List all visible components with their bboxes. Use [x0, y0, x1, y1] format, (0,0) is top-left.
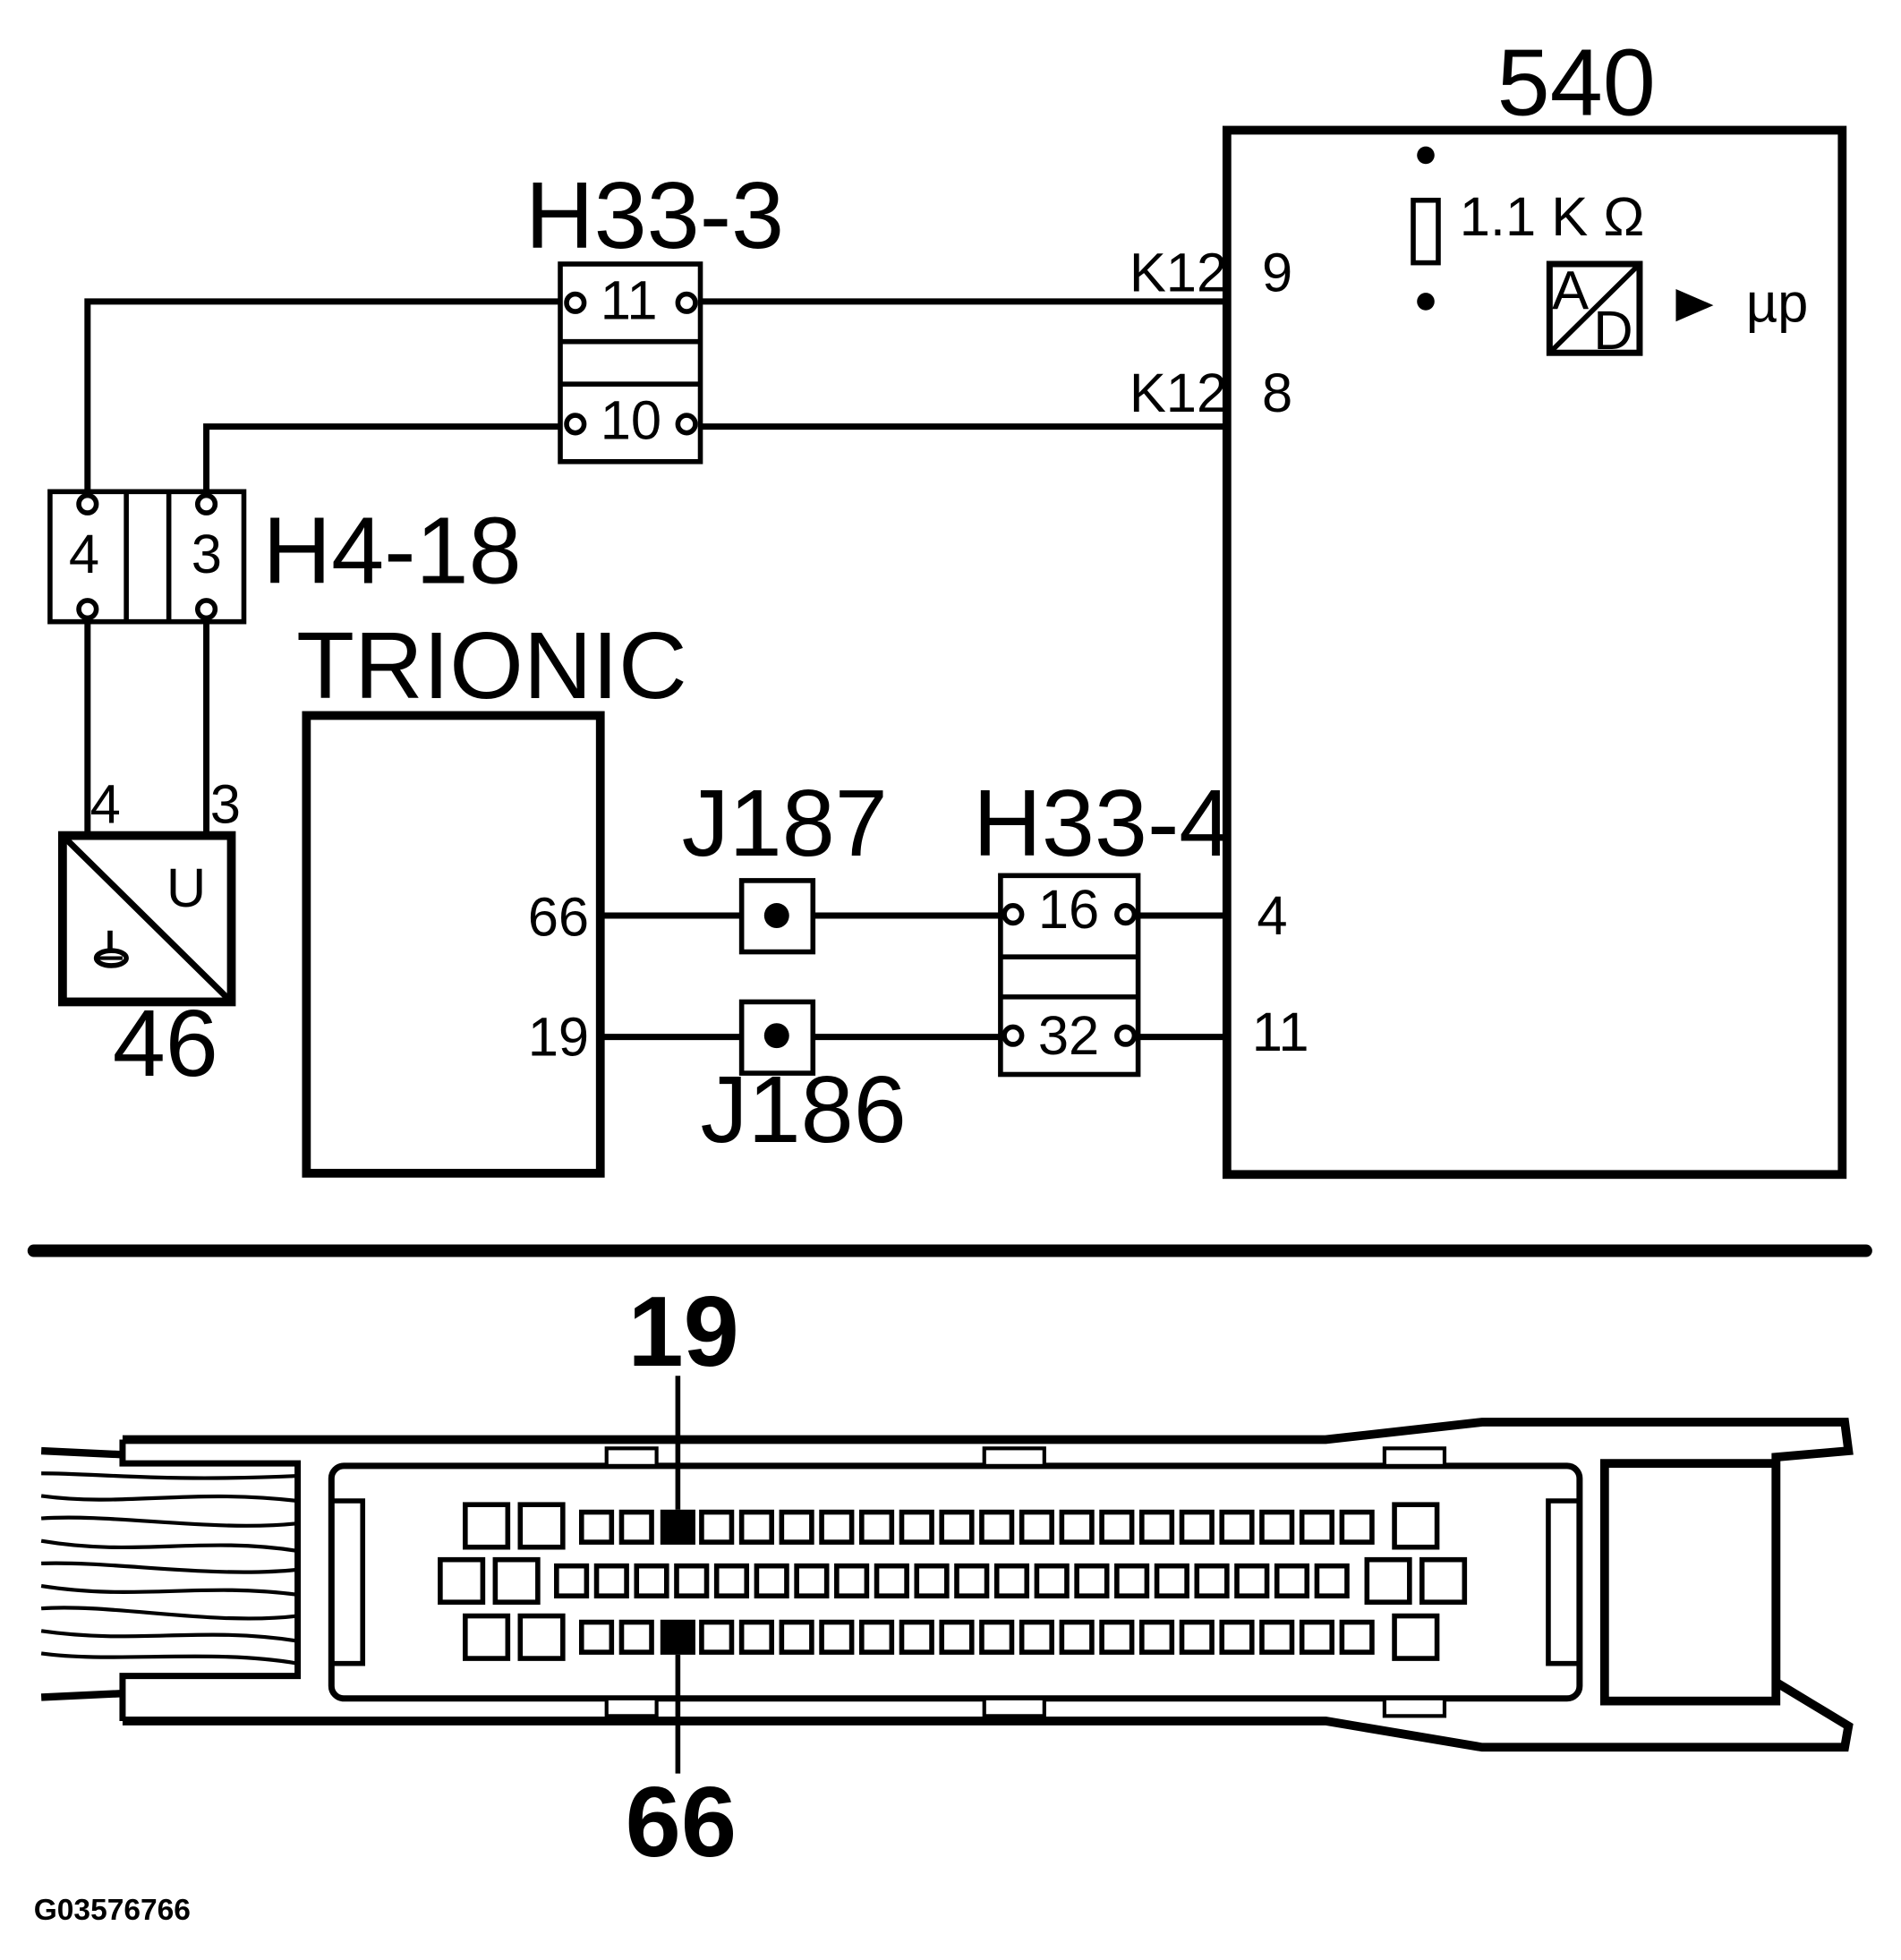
figure-reference: G03576766 — [34, 1894, 191, 1927]
resistor-symbol — [1411, 197, 1441, 266]
sensor-pin-4-label: 4 — [90, 774, 121, 836]
ad-d-label: D — [1593, 300, 1632, 362]
output-label: µp — [1746, 272, 1809, 334]
junction-j187: J187 — [682, 770, 888, 955]
pin-10-label: 10 — [601, 390, 661, 452]
pin-4-label: 4 — [69, 524, 99, 585]
pin-4-label: 4 — [1257, 885, 1287, 947]
junction-j186-label: J186 — [701, 1056, 907, 1163]
connector-h33-4-label: H33-4 — [973, 770, 1232, 876]
junction-dot — [1417, 146, 1435, 165]
connector-k12-b-label: K12 — [1130, 362, 1227, 424]
connector-h33-3: H33-3 11 10 — [525, 162, 784, 464]
ad-a-label: A — [1552, 260, 1589, 321]
ad-converter-icon: A D — [1546, 260, 1643, 362]
trionic-pin-19-label: 19 — [528, 1007, 589, 1069]
pin-19-highlight — [660, 1509, 695, 1545]
pin-rows — [438, 1502, 1468, 1661]
ecu-connector-view: 19 66 — [40, 1275, 1854, 1878]
pin-16-label: 16 — [1038, 879, 1099, 941]
callout-19-label: 19 — [627, 1275, 738, 1387]
junction-j186: J186 — [701, 999, 907, 1163]
trionic-label: TRIONIC — [296, 612, 687, 719]
sensor-pin-3-label: 3 — [210, 774, 241, 836]
module-540: 540 9 8 K12 K12 4 11 1.1 K Ω A D µp — [1130, 30, 1847, 1180]
sensor-46-label: 46 — [113, 990, 218, 1096]
sensor-46: U 4 3 46 — [57, 774, 241, 1096]
module-540-label: 540 — [1497, 30, 1656, 136]
pin-9-label: 9 — [1262, 243, 1292, 304]
connector-h33-4: H33-4 16 32 — [973, 770, 1232, 1078]
pin-3-label: 3 — [192, 524, 222, 585]
pin-11-label: 11 — [601, 269, 658, 331]
pin-11-label: 11 — [1252, 1001, 1309, 1063]
connector-h4-18: H4-18 4 3 — [47, 489, 522, 625]
trionic-pin-66-label: 66 — [528, 886, 589, 948]
resistor-value-label: 1.1 K Ω — [1460, 186, 1645, 248]
junction-j187-label: J187 — [682, 770, 888, 876]
pin-8-label: 8 — [1262, 362, 1292, 424]
pin-66-highlight — [660, 1619, 695, 1655]
callout-66-label: 66 — [626, 1766, 737, 1878]
connector-h4-18-label: H4-18 — [262, 497, 521, 603]
junction-dot — [1417, 293, 1435, 311]
arrow-icon — [1675, 288, 1714, 322]
pin-32-label: 32 — [1038, 1005, 1099, 1067]
sensor-u-label: U — [166, 857, 206, 919]
trionic-ecu: TRIONIC 66 19 — [296, 612, 687, 1178]
connector-h33-3-label: H33-3 — [525, 162, 784, 268]
cable-bundle-icon — [40, 1446, 298, 1701]
connector-k12-a-label: K12 — [1130, 243, 1227, 304]
ground-icon — [93, 930, 129, 968]
